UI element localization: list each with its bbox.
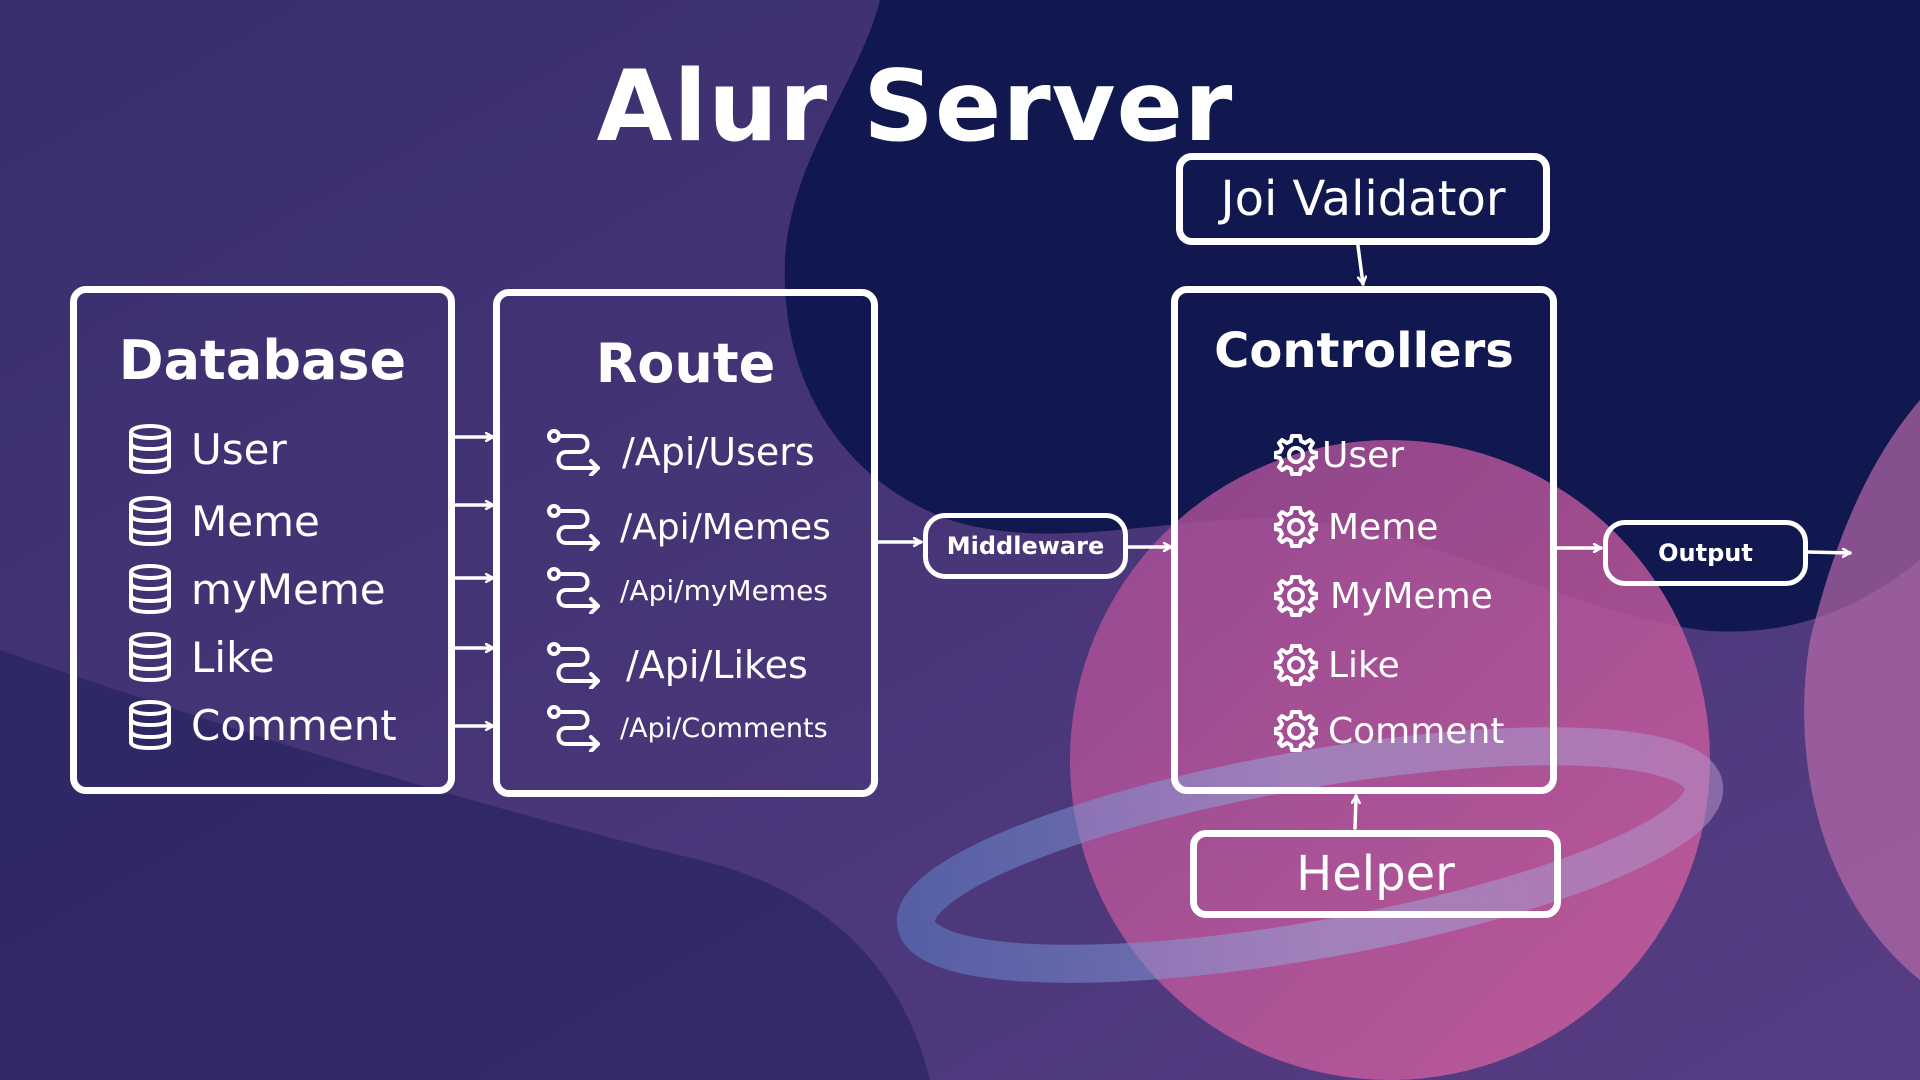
database-item: Meme [127, 495, 320, 547]
route-item: /Api/Memes [546, 503, 831, 551]
route-item-label: /Api/Memes [620, 506, 831, 548]
database-icon [129, 700, 171, 751]
controllers-title: Controllers [1214, 323, 1514, 379]
database-item-label: User [191, 424, 287, 474]
database-icon [129, 564, 171, 615]
controllers-item-label: Meme [1328, 506, 1439, 548]
controllers-item: Comment [1274, 709, 1504, 753]
controllers-item-label: Like [1328, 644, 1400, 686]
route-icon [547, 705, 600, 752]
database-title: Database [118, 329, 407, 392]
route-icon [547, 429, 600, 476]
route-item-label: /Api/myMemes [620, 573, 828, 607]
database-icon [129, 496, 171, 547]
database-item: User [127, 423, 287, 475]
gear-icon [1274, 710, 1318, 752]
helper-label: Helper [1296, 846, 1455, 902]
database-item: Comment [127, 699, 397, 751]
route-item: /Api/Likes [546, 641, 808, 689]
route-item: /Api/Comments [546, 704, 828, 752]
gear-icon [1274, 644, 1318, 686]
controllers-item-label: MyMeme [1330, 575, 1493, 617]
database-item-label: Comment [191, 700, 397, 750]
gear-icon [1274, 575, 1318, 617]
route-item: /Api/Users [546, 428, 815, 476]
database-icon [129, 632, 171, 683]
controllers-item: Meme [1274, 505, 1438, 549]
database-item-label: Meme [191, 496, 320, 546]
gear-icon [1274, 434, 1318, 476]
database-box: Database User Meme myMeme Like Comment [70, 286, 455, 794]
route-item: /Api/myMemes [546, 566, 828, 614]
gear-icon [1274, 506, 1318, 548]
route-item-label: /Api/Users [622, 430, 815, 474]
database-icon [129, 424, 171, 475]
database-item: Like [127, 631, 275, 683]
database-item: myMeme [127, 563, 386, 615]
route-item-label: /Api/Comments [620, 712, 828, 744]
output-node: Output [1603, 520, 1808, 586]
helper-box: Helper [1190, 830, 1561, 918]
controllers-item-label: User [1322, 434, 1405, 476]
controllers-item: User [1274, 433, 1404, 477]
route-title: Route [595, 332, 776, 395]
joi-validator-label: Joi Validator [1220, 171, 1506, 227]
route-icon [547, 567, 600, 614]
database-item-label: myMeme [191, 564, 386, 614]
route-icon [547, 504, 600, 551]
controllers-item: Like [1274, 643, 1400, 687]
joi-validator-box: Joi Validator [1176, 153, 1550, 245]
controllers-box: Controllers User Meme MyMeme Like Commen… [1171, 286, 1557, 794]
controllers-item: MyMeme [1274, 574, 1493, 618]
diagram-title: Alur Server [596, 50, 1234, 164]
controllers-item-label: Comment [1328, 710, 1505, 752]
route-box: Route /Api/Users /Api/Memes /Api/myMemes… [493, 289, 878, 797]
database-item-label: Like [191, 632, 275, 682]
route-icon [547, 642, 600, 689]
route-item-label: /Api/Likes [626, 643, 808, 687]
middleware-node: Middleware [923, 513, 1128, 579]
